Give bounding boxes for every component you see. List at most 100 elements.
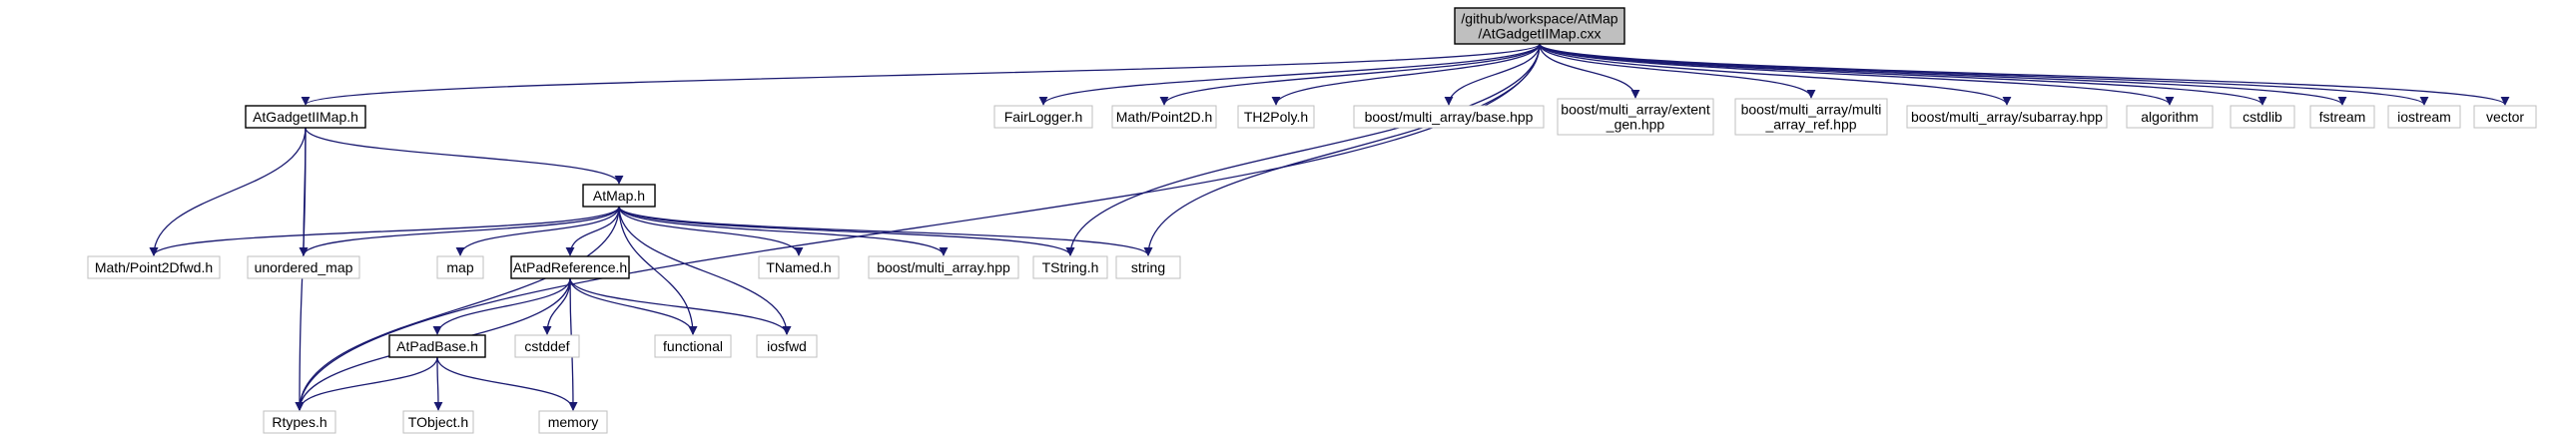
node-map-label: map [446,259,473,275]
node-p2dfwd: Math/Point2Dfwd.h [87,255,221,279]
edge-atmap_h-to-tnamed [618,206,804,256]
node-algorithm-label: algorithm [2141,109,2199,125]
node-rtypes-label: Rtypes.h [272,414,326,430]
node-atgadget_h-label: AtGadgetIIMap.h [253,109,358,125]
node-fstream-box [2309,105,2375,129]
node-atgadget_h-box [245,105,366,129]
edge-root-to-point2d [1159,43,1541,106]
node-map: map [436,255,484,279]
node-atmap_h[interactable]: AtMap.h [582,184,656,208]
edge-atmap_h-to-tstring [618,206,1075,256]
node-functional-box [654,334,732,358]
node-atmap_h-label: AtMap.h [593,188,645,204]
edge-root-to-fairlogger [1038,43,1541,106]
node-fstream-label: fstream [2319,109,2366,125]
node-tstring: TString.h [1032,255,1108,279]
node-atmap_h-box [582,184,656,208]
node-fstream: fstream [2309,105,2375,129]
edge-root-to-vector [1539,43,2510,106]
node-ma_ref: boost/multi_array/multi_array_ref.hpp [1734,98,1888,136]
edge-root-to-iostream [1539,43,2429,106]
node-functional: functional [654,334,732,358]
node-padbase[interactable]: AtPadBase.h [388,334,486,358]
edge-root-to-atgadget_h [301,43,1541,106]
edge-root-to-algorithm [1539,43,2175,106]
node-root[interactable]: /github/workspace/AtMap/AtGadgetIIMap.cx… [1454,7,1625,45]
edge-root-to-cstdlib [1539,43,2267,106]
node-iosfwd-box [756,334,818,358]
node-point2d-box [1111,105,1217,129]
node-ma_extent-label: _gen.hpp [1606,117,1665,133]
node-rtypes: Rtypes.h [263,410,336,434]
edge-root-to-ma_base [1444,43,1541,106]
edge-padbase-to-memory [436,356,578,411]
node-umap: unordered_map [247,255,360,279]
node-iosfwd: iosfwd [756,334,818,358]
node-tstring-box [1032,255,1108,279]
edge-padref-to-cstddef [542,277,571,335]
node-string-label: string [1131,259,1165,275]
node-iostream-box [2387,105,2461,129]
node-ma_ref-label: boost/multi_array/multi [1741,102,1882,118]
node-cstdlib-box [2230,105,2295,129]
node-vector-label: vector [2486,109,2524,125]
edge-atmap_h-to-string [618,206,1153,256]
edge-atgadget_h-to-p2dfwd [149,127,307,256]
edge-atmap_h-to-padref [565,206,620,256]
node-umap-box [247,255,360,279]
edge-padbase-to-rtypes [295,356,438,411]
node-atgadget_h[interactable]: AtGadgetIIMap.h [245,105,366,129]
node-ma_extent: boost/multi_array/extent_gen.hpp [1557,98,1714,136]
node-algorithm: algorithm [2126,105,2214,129]
node-cstddef-box [514,334,580,358]
node-iostream: iostream [2387,105,2461,129]
node-root-label: /AtGadgetIIMap.cxx [1479,26,1602,42]
edge-root-to-string [1143,43,1541,256]
dependency-edges [149,43,2510,411]
node-umap-label: unordered_map [255,259,353,275]
edge-atmap_h-to-p2dfwd [149,206,620,256]
node-ma_ref-box [1734,98,1888,136]
node-memory-box [538,410,608,434]
node-ma_ref-label: _array_ref.hpp [1764,117,1856,133]
node-p2dfwd-box [87,255,221,279]
node-fairlogger: FairLogger.h [993,105,1093,129]
node-point2d: Math/Point2D.h [1111,105,1217,129]
node-iostream-label: iostream [2397,109,2451,125]
edge-root-to-fstream [1539,43,2347,106]
node-p2dfwd-label: Math/Point2Dfwd.h [95,259,213,275]
node-ma_extent-box [1557,98,1714,136]
node-map-box [436,255,484,279]
dependency-nodes: /github/workspace/AtMap/AtGadgetIIMap.cx… [87,7,2537,434]
node-tnamed: TNamed.h [758,255,840,279]
node-padref-label: AtPadReference.h [513,259,627,275]
node-ma_sub-box [1906,105,2108,129]
edge-padref-to-functional [569,277,698,335]
edge-root-to-ma_extent [1539,43,1640,99]
node-padref-box [510,255,630,279]
edge-padref-to-padbase [432,277,571,335]
node-functional-label: functional [663,338,723,354]
node-padref[interactable]: AtPadReference.h [510,255,630,279]
node-ma_hpp-box [868,255,1019,279]
edge-atmap_h-to-ma_hpp [618,206,949,256]
node-fairlogger-box [993,105,1093,129]
node-tnamed-box [758,255,840,279]
node-tobject: TObject.h [402,410,474,434]
node-string: string [1115,255,1181,279]
node-point2d-label: Math/Point2D.h [1116,109,1213,125]
node-th2poly-box [1237,105,1315,129]
node-padbase-box [388,334,486,358]
node-ma_extent-label: boost/multi_array/extent [1561,102,1710,118]
node-root-label: /github/workspace/AtMap [1461,11,1617,27]
node-ma_base-box [1353,105,1545,129]
node-iosfwd-label: iosfwd [767,338,807,354]
node-padbase-label: AtPadBase.h [396,338,478,354]
node-fairlogger-label: FairLogger.h [1004,109,1083,125]
node-root-box [1454,7,1625,45]
node-rtypes-box [263,410,336,434]
node-ma_sub-label: boost/multi_array/subarray.hpp [1911,109,2103,125]
edge-padbase-to-tobject [433,356,443,411]
edge-atmap_h-to-functional [618,206,698,335]
